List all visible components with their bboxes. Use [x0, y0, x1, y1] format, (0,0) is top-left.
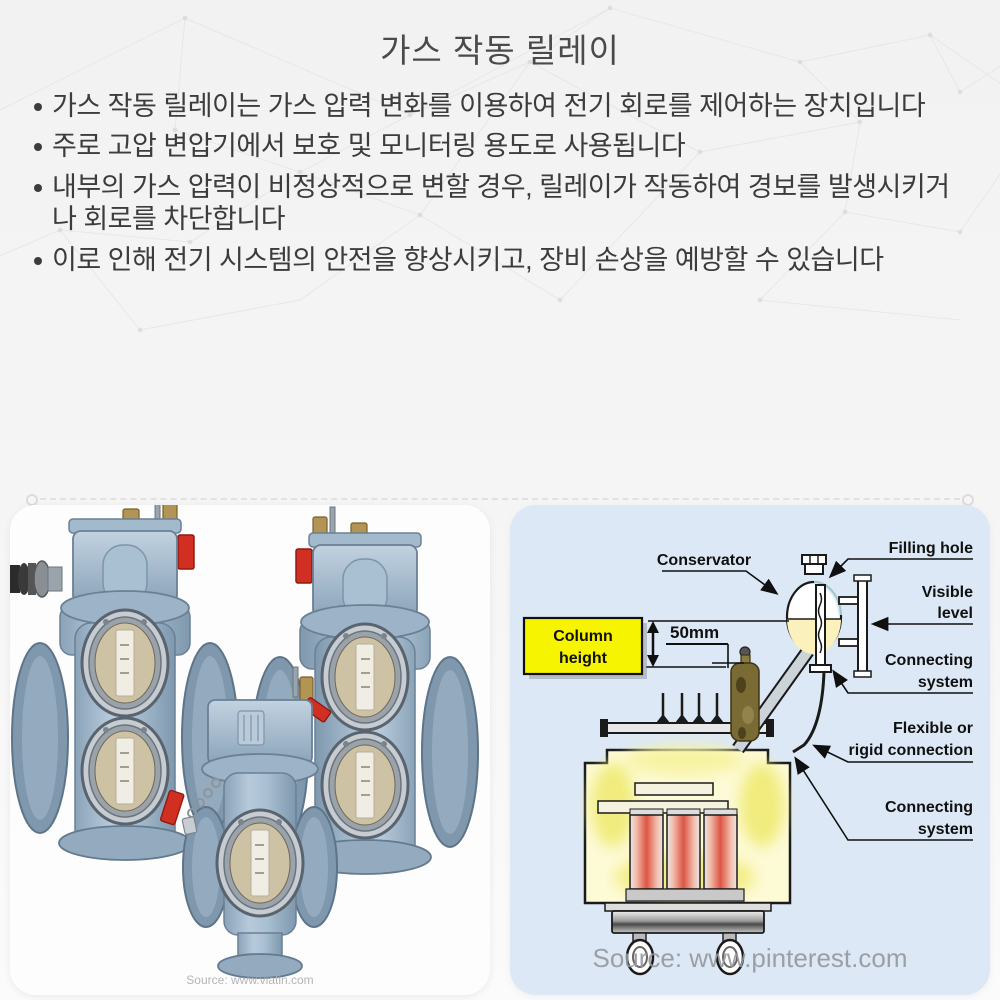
- bullet-text: 내부의 가스 압력이 비정상적으로 변할 경우, 릴레이가 작동하여 경보를 발…: [52, 171, 950, 235]
- leader-arrow: [828, 558, 973, 579]
- bullet-list: 가스 작동 릴레이는 가스 압력 변화를 이용하여 전기 회로를 제어하는 장치…: [34, 90, 974, 284]
- connecting-system-label-line1: Connecting: [885, 799, 973, 816]
- callout-flexible-connection: Flexible or rigid connection: [812, 720, 973, 763]
- oil-level-fill: [787, 619, 841, 654]
- transformer-tank: [583, 693, 792, 905]
- page-title: 가스 작동 릴레이: [380, 32, 620, 69]
- leader-arrow: [832, 669, 973, 694]
- connecting-system-label-line2: system: [918, 821, 973, 838]
- transformer-base: [604, 902, 772, 976]
- gas-relay-photo: Source: www.viatin.com: [10, 505, 490, 995]
- diagram-source-caption: Source: www.pinterest.com: [592, 943, 907, 973]
- column-height-dimension: 50mm: [646, 620, 789, 668]
- wheel: [625, 932, 655, 976]
- dimension-50mm-label: 50mm: [670, 623, 719, 642]
- connecting-system-label-line2: system: [918, 674, 973, 691]
- cable-gland: [10, 560, 63, 598]
- gas-relay-photo-panel: Source: www.viatin.com: [10, 505, 490, 995]
- separator-line: [26, 494, 974, 506]
- leader-arrow: [794, 756, 973, 841]
- bullet-text: 이로 인해 전기 시스템의 안전을 향상시키고, 장비 손상을 예방할 수 있습…: [52, 244, 884, 275]
- bullet-item: 가스 작동 릴레이는 가스 압력 변화를 이용하여 전기 회로를 제어하는 장치…: [34, 90, 974, 122]
- connecting-system-label-line1: Connecting: [885, 652, 973, 669]
- bullet-dot: [34, 256, 42, 265]
- flexible-connection-label-line1: Flexible or: [893, 720, 973, 737]
- callout-conservator: Conservator: [657, 552, 779, 595]
- conservator: [785, 554, 872, 678]
- bullet-dot: [34, 103, 42, 111]
- callout-visible-level: Visible level: [870, 584, 973, 632]
- winding: [703, 814, 738, 890]
- gas-relay-center: [159, 666, 338, 979]
- leader-arrow: [812, 744, 973, 763]
- winding: [666, 814, 701, 890]
- photo-source-caption: Source: www.viatin.com: [186, 973, 313, 987]
- bullet-item: 내부의 가스 압력이 비정상적으로 변할 경우, 릴레이가 작동하여 경보를 발…: [34, 171, 974, 236]
- bullet-text: 주로 고압 변압기에서 보호 및 모니터링 용도로 사용됩니다: [52, 131, 686, 162]
- core-beam-upper: [634, 782, 714, 796]
- callout-connecting-system-top: Connecting system: [832, 652, 973, 694]
- callout-connecting-system-bottom: Connecting system: [794, 756, 973, 841]
- flexible-connection-label-line2: rigid connection: [849, 742, 973, 759]
- visible-level-label-line1: Visible: [922, 584, 973, 601]
- buchholz-relay-on-pipe: [730, 646, 760, 742]
- windings: [625, 808, 745, 902]
- visible-level-label-line2: level: [937, 605, 973, 622]
- leader-arrow: [662, 570, 779, 595]
- bullet-dot: [34, 183, 42, 192]
- bullet-text: 가스 작동 릴레이는 가스 압력 변화를 이용하여 전기 회로를 제어하는 장치…: [52, 91, 926, 121]
- bullet-dot: [34, 143, 42, 152]
- callout-filling-hole: Filling hole: [828, 540, 974, 579]
- level-gauge-plate: [857, 578, 868, 674]
- conservator-diagram-panel: 50mm Column height Conservator Filling h…: [510, 505, 990, 995]
- tube-bottom-flange: [809, 664, 832, 673]
- bullet-item: 이로 인해 전기 시스템의 안전을 향상시키고, 장비 손상을 예방할 수 있습…: [34, 244, 974, 276]
- filling-hole-label: Filling hole: [889, 540, 974, 557]
- conservator-diagram: 50mm Column height Conservator Filling h…: [510, 505, 990, 995]
- winding: [629, 814, 664, 890]
- conservator-label: Conservator: [657, 552, 751, 569]
- bullet-item: 주로 고압 변압기에서 보호 및 모니터링 용도로 사용됩니다: [34, 130, 974, 162]
- column-height-box: Column height: [522, 616, 647, 679]
- wheel: [715, 932, 745, 976]
- chain-and-red-tag: [159, 778, 221, 835]
- sight-glass: [215, 808, 305, 918]
- column-height-label-line2: height: [559, 650, 608, 667]
- column-height-label-line1: Column: [553, 628, 613, 645]
